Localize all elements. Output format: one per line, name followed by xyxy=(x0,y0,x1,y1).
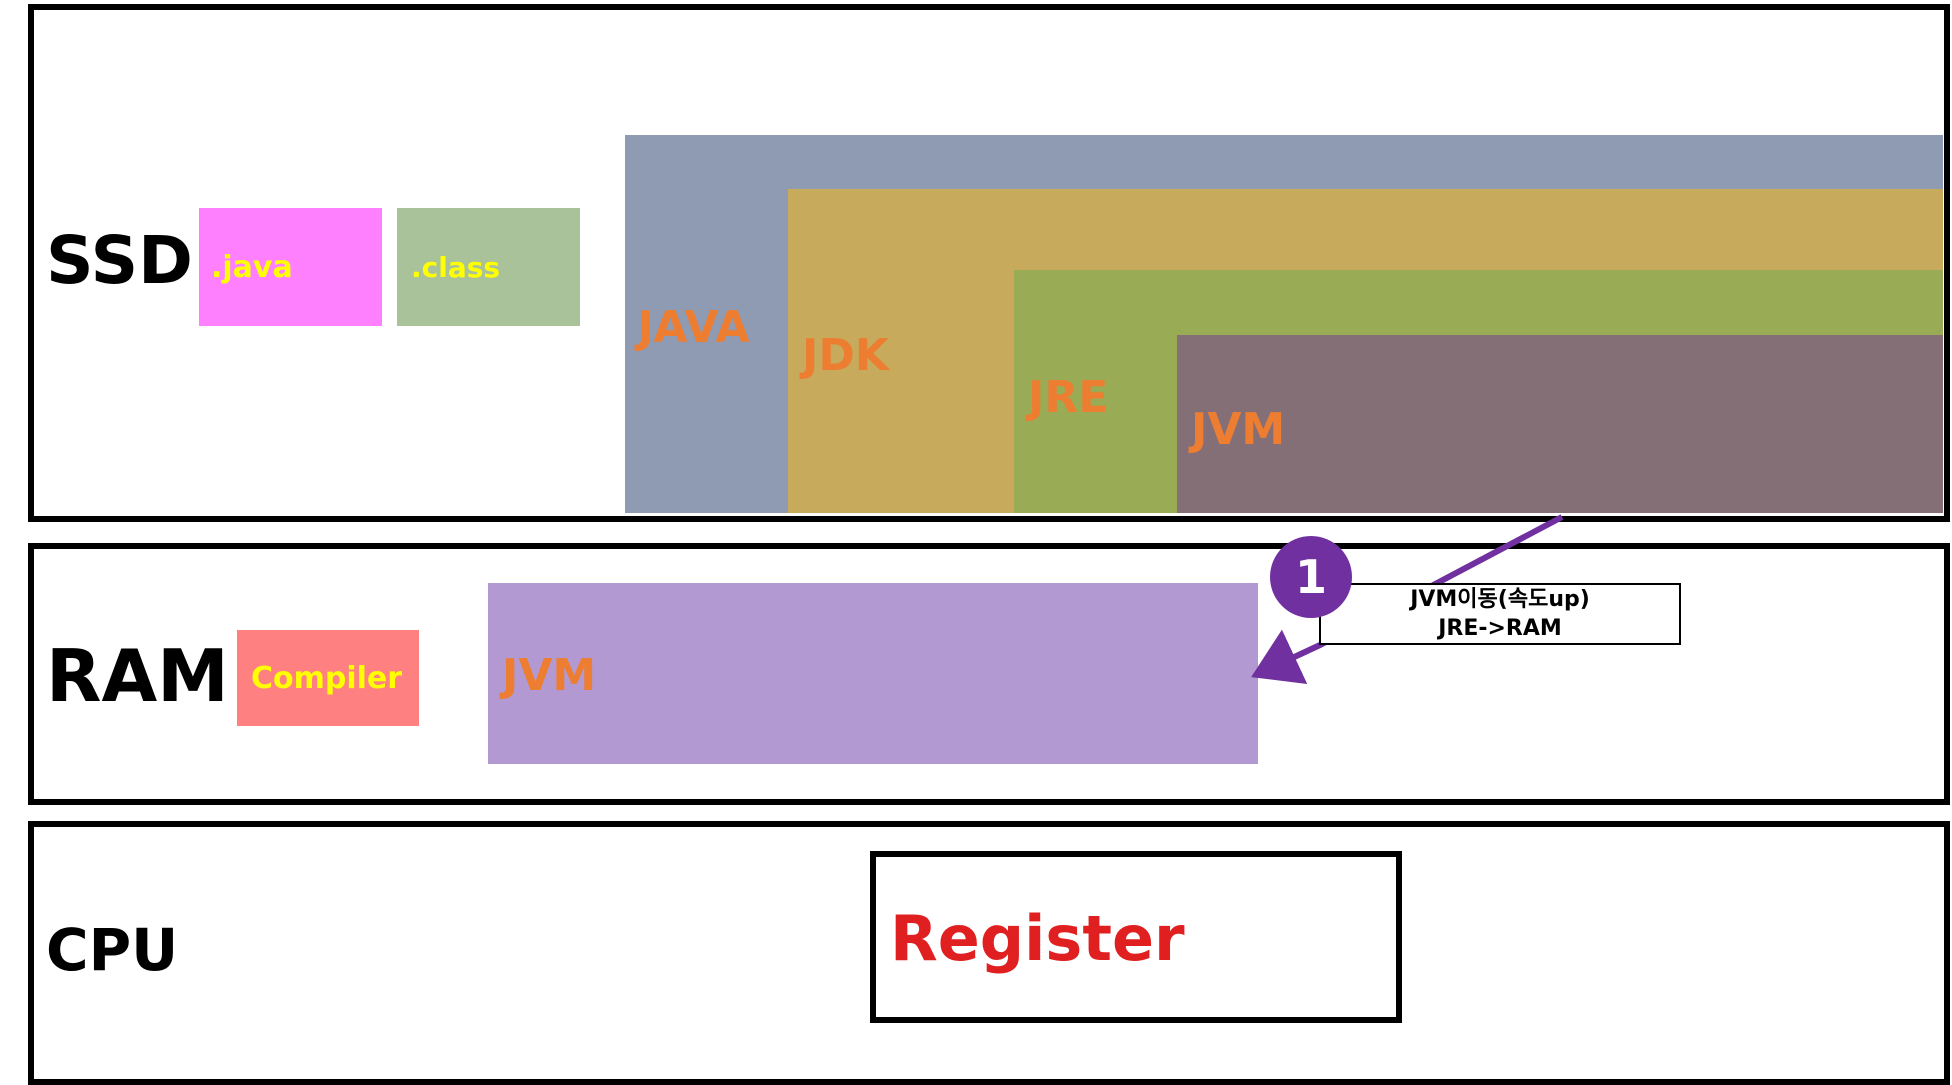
ssd-label: SSD xyxy=(46,222,193,299)
java-file-label: .java xyxy=(211,249,293,285)
register-label: Register xyxy=(890,902,1185,975)
class-file-label: .class xyxy=(411,250,501,284)
step-number-badge: 1 xyxy=(1270,536,1352,618)
register-box xyxy=(870,851,1402,1023)
compiler-label: Compiler xyxy=(251,660,403,696)
jvm-layer-label: JVM xyxy=(1191,404,1286,455)
annotation-line-1: JVM이동(속도up) xyxy=(1410,587,1590,612)
compiler-box: Compiler xyxy=(237,630,419,726)
jre-layer-label: JRE xyxy=(1028,372,1109,423)
cpu-label: CPU xyxy=(46,916,179,984)
ram-label: RAM xyxy=(46,634,229,718)
java-file-box: .java xyxy=(199,208,382,326)
jdk-layer-label: JDK xyxy=(802,330,889,381)
class-file-box: .class xyxy=(397,208,580,326)
ram-jvm-box xyxy=(488,583,1258,764)
java-layer-label: JAVA xyxy=(637,302,750,353)
jvm-layer xyxy=(1177,335,1943,513)
annotation-line-2: JRE->RAM xyxy=(1438,616,1562,641)
ram-jvm-label: JVM xyxy=(502,650,597,701)
annotation-note: JVM이동(속도up) JRE->RAM xyxy=(1319,583,1681,645)
